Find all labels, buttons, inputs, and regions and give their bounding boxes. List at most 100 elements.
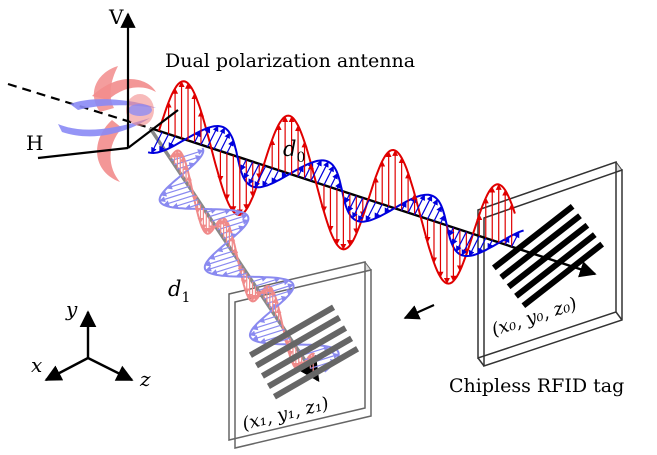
d1-label: d1 bbox=[168, 277, 190, 306]
tag1-strip bbox=[260, 325, 348, 379]
d1-horizontal-field-arrow bbox=[184, 203, 201, 210]
d0-horizontal-field-arrow bbox=[384, 206, 391, 215]
d1-horizontal-field-arrow bbox=[204, 255, 236, 267]
d0-horizontal-field-arrow bbox=[511, 231, 520, 247]
d0-horizontal-field-arrow bbox=[448, 227, 455, 237]
d0-horizontal-field-arrow bbox=[200, 126, 211, 145]
tag1-resonator-strips bbox=[248, 304, 360, 400]
d1-horizontal-field-arrow bbox=[206, 208, 217, 214]
d0-horizontal-field-arrow bbox=[461, 233, 474, 256]
d1-horizontal-field-arrow bbox=[221, 268, 245, 277]
d0-horizontal-field-arrow bbox=[357, 199, 370, 222]
d0-vertical-wave bbox=[157, 80, 516, 285]
x-axis-label: x bbox=[31, 353, 42, 377]
d0-horizontal-field-arrow bbox=[206, 125, 219, 148]
d0-horizontal-field-arrow bbox=[193, 130, 201, 143]
h-axis-label: H bbox=[26, 131, 43, 155]
xyz-axes bbox=[44, 310, 134, 382]
d0-horizontal-field-arrow bbox=[468, 235, 480, 257]
d0-horizontal-field-arrow bbox=[426, 198, 438, 220]
d0-horizontal-field-arrow bbox=[503, 236, 510, 245]
d0-horizontal-field-arrow bbox=[297, 165, 304, 177]
d0-horizontal-field-arrow bbox=[414, 194, 426, 216]
d0-horizontal-field-arrow bbox=[455, 231, 467, 253]
d1-horizontal-field-arrow bbox=[208, 250, 233, 260]
y-axis-label: y bbox=[65, 297, 78, 321]
d1-horizontal-field-arrow bbox=[159, 190, 193, 203]
d0-horizontal-field-arrow bbox=[151, 131, 163, 154]
d0-horizontal-field-arrow bbox=[168, 135, 176, 149]
d0-horizontal-field-arrow bbox=[335, 182, 341, 190]
d1-horizontal-field-arrow bbox=[163, 194, 195, 207]
tag0-strip bbox=[521, 241, 605, 309]
z-axis-label: z bbox=[139, 367, 151, 391]
d0-horizontal-field-arrow bbox=[347, 195, 357, 213]
tag0-strip bbox=[491, 203, 575, 271]
d0-horizontal-field-arrow bbox=[329, 172, 338, 188]
tag1-strip bbox=[266, 335, 354, 389]
tag1-strip bbox=[254, 315, 342, 369]
d0-horizontal-field-arrow bbox=[487, 240, 493, 250]
d0-horizontal-field-arrow bbox=[439, 214, 446, 224]
d0-horizontal-field-arrow bbox=[262, 167, 273, 188]
d1-horizontal-field-arrow bbox=[251, 320, 279, 331]
antenna-element bbox=[58, 66, 156, 182]
antenna-boresight-dashed bbox=[7, 82, 151, 130]
d0-horizontal-field-arrow bbox=[271, 169, 280, 184]
d1-horizontal-field-arrow bbox=[166, 181, 187, 190]
d0-horizontal-field-arrow bbox=[433, 205, 443, 222]
d0-horizontal-field-arrow bbox=[365, 201, 377, 222]
d1-horizontal-field-arrow bbox=[217, 218, 249, 231]
d0-horizontal-field-arrow bbox=[400, 201, 407, 211]
d1-horizontal-field-arrow bbox=[269, 303, 279, 310]
d1-horizontal-field-arrow bbox=[235, 272, 247, 278]
d1-horizontal-field-arrow bbox=[208, 208, 231, 218]
d0-horizontal-field-arrow bbox=[219, 132, 231, 152]
d0-horizontal-field-arrow bbox=[213, 127, 226, 150]
d1-horizontal-field-arrow bbox=[220, 225, 245, 235]
d0-horizontal-field-arrow bbox=[243, 161, 254, 180]
d1-horizontal-field-arrow bbox=[249, 324, 282, 337]
d0-horizontal-field-arrow bbox=[323, 165, 335, 186]
d0-horizontal-field-arrow bbox=[254, 165, 267, 188]
ray-d0 bbox=[149, 126, 597, 278]
d1-horizontal-field-arrow bbox=[174, 155, 202, 166]
tag1-strip bbox=[272, 346, 360, 400]
d1-horizontal-field-arrow bbox=[171, 198, 198, 209]
d0-horizontal-field-arrow bbox=[420, 195, 433, 218]
antenna-axes bbox=[37, 12, 179, 160]
d0-horizontal-field-arrow bbox=[310, 159, 322, 182]
d1-horizontal-field-arrow bbox=[251, 328, 285, 341]
d1-horizontal-field-arrow bbox=[252, 275, 268, 283]
d0-horizontal-field-arrow bbox=[477, 237, 487, 255]
tag1-strip bbox=[248, 304, 336, 358]
tag0-strip bbox=[499, 213, 582, 280]
tag0-resonator-strips bbox=[491, 203, 605, 309]
tag-motion-arrow bbox=[403, 303, 435, 320]
d0-horizontal-field-arrow bbox=[451, 229, 461, 246]
tag0-strip bbox=[514, 232, 597, 299]
tag-label: Chipless RFID tag bbox=[449, 375, 624, 397]
d1-horizontal-field-arrow bbox=[255, 277, 281, 287]
d0-horizontal-field-arrow bbox=[316, 161, 329, 184]
d0-horizontal-field-arrow bbox=[344, 193, 351, 204]
d0-horizontal-field-arrow bbox=[159, 133, 170, 153]
d0-horizontal-field-arrow bbox=[352, 197, 364, 219]
d1-horizontal-field-arrow bbox=[211, 210, 242, 222]
wave-layer bbox=[147, 80, 524, 374]
d0-label: d0 bbox=[283, 137, 305, 166]
d1-horizontal-field-arrow bbox=[160, 185, 190, 197]
d1-horizontal-field-arrow bbox=[216, 246, 230, 253]
d0-horizontal-field-arrow bbox=[248, 163, 260, 185]
d0-horizontal-field-arrow bbox=[226, 140, 234, 154]
d0-horizontal-field-arrow bbox=[374, 203, 383, 220]
tag0-strip bbox=[506, 222, 590, 290]
d1-horizontal-field-arrow bbox=[258, 315, 276, 323]
d1-horizontal-field-arrow bbox=[210, 263, 242, 275]
d0-horizontal-field-arrow bbox=[240, 159, 247, 171]
antenna-label: Dual polarization antenna bbox=[165, 50, 415, 72]
v-axis-label: V bbox=[108, 5, 124, 29]
d1-horizontal-field-arrow bbox=[263, 288, 293, 300]
